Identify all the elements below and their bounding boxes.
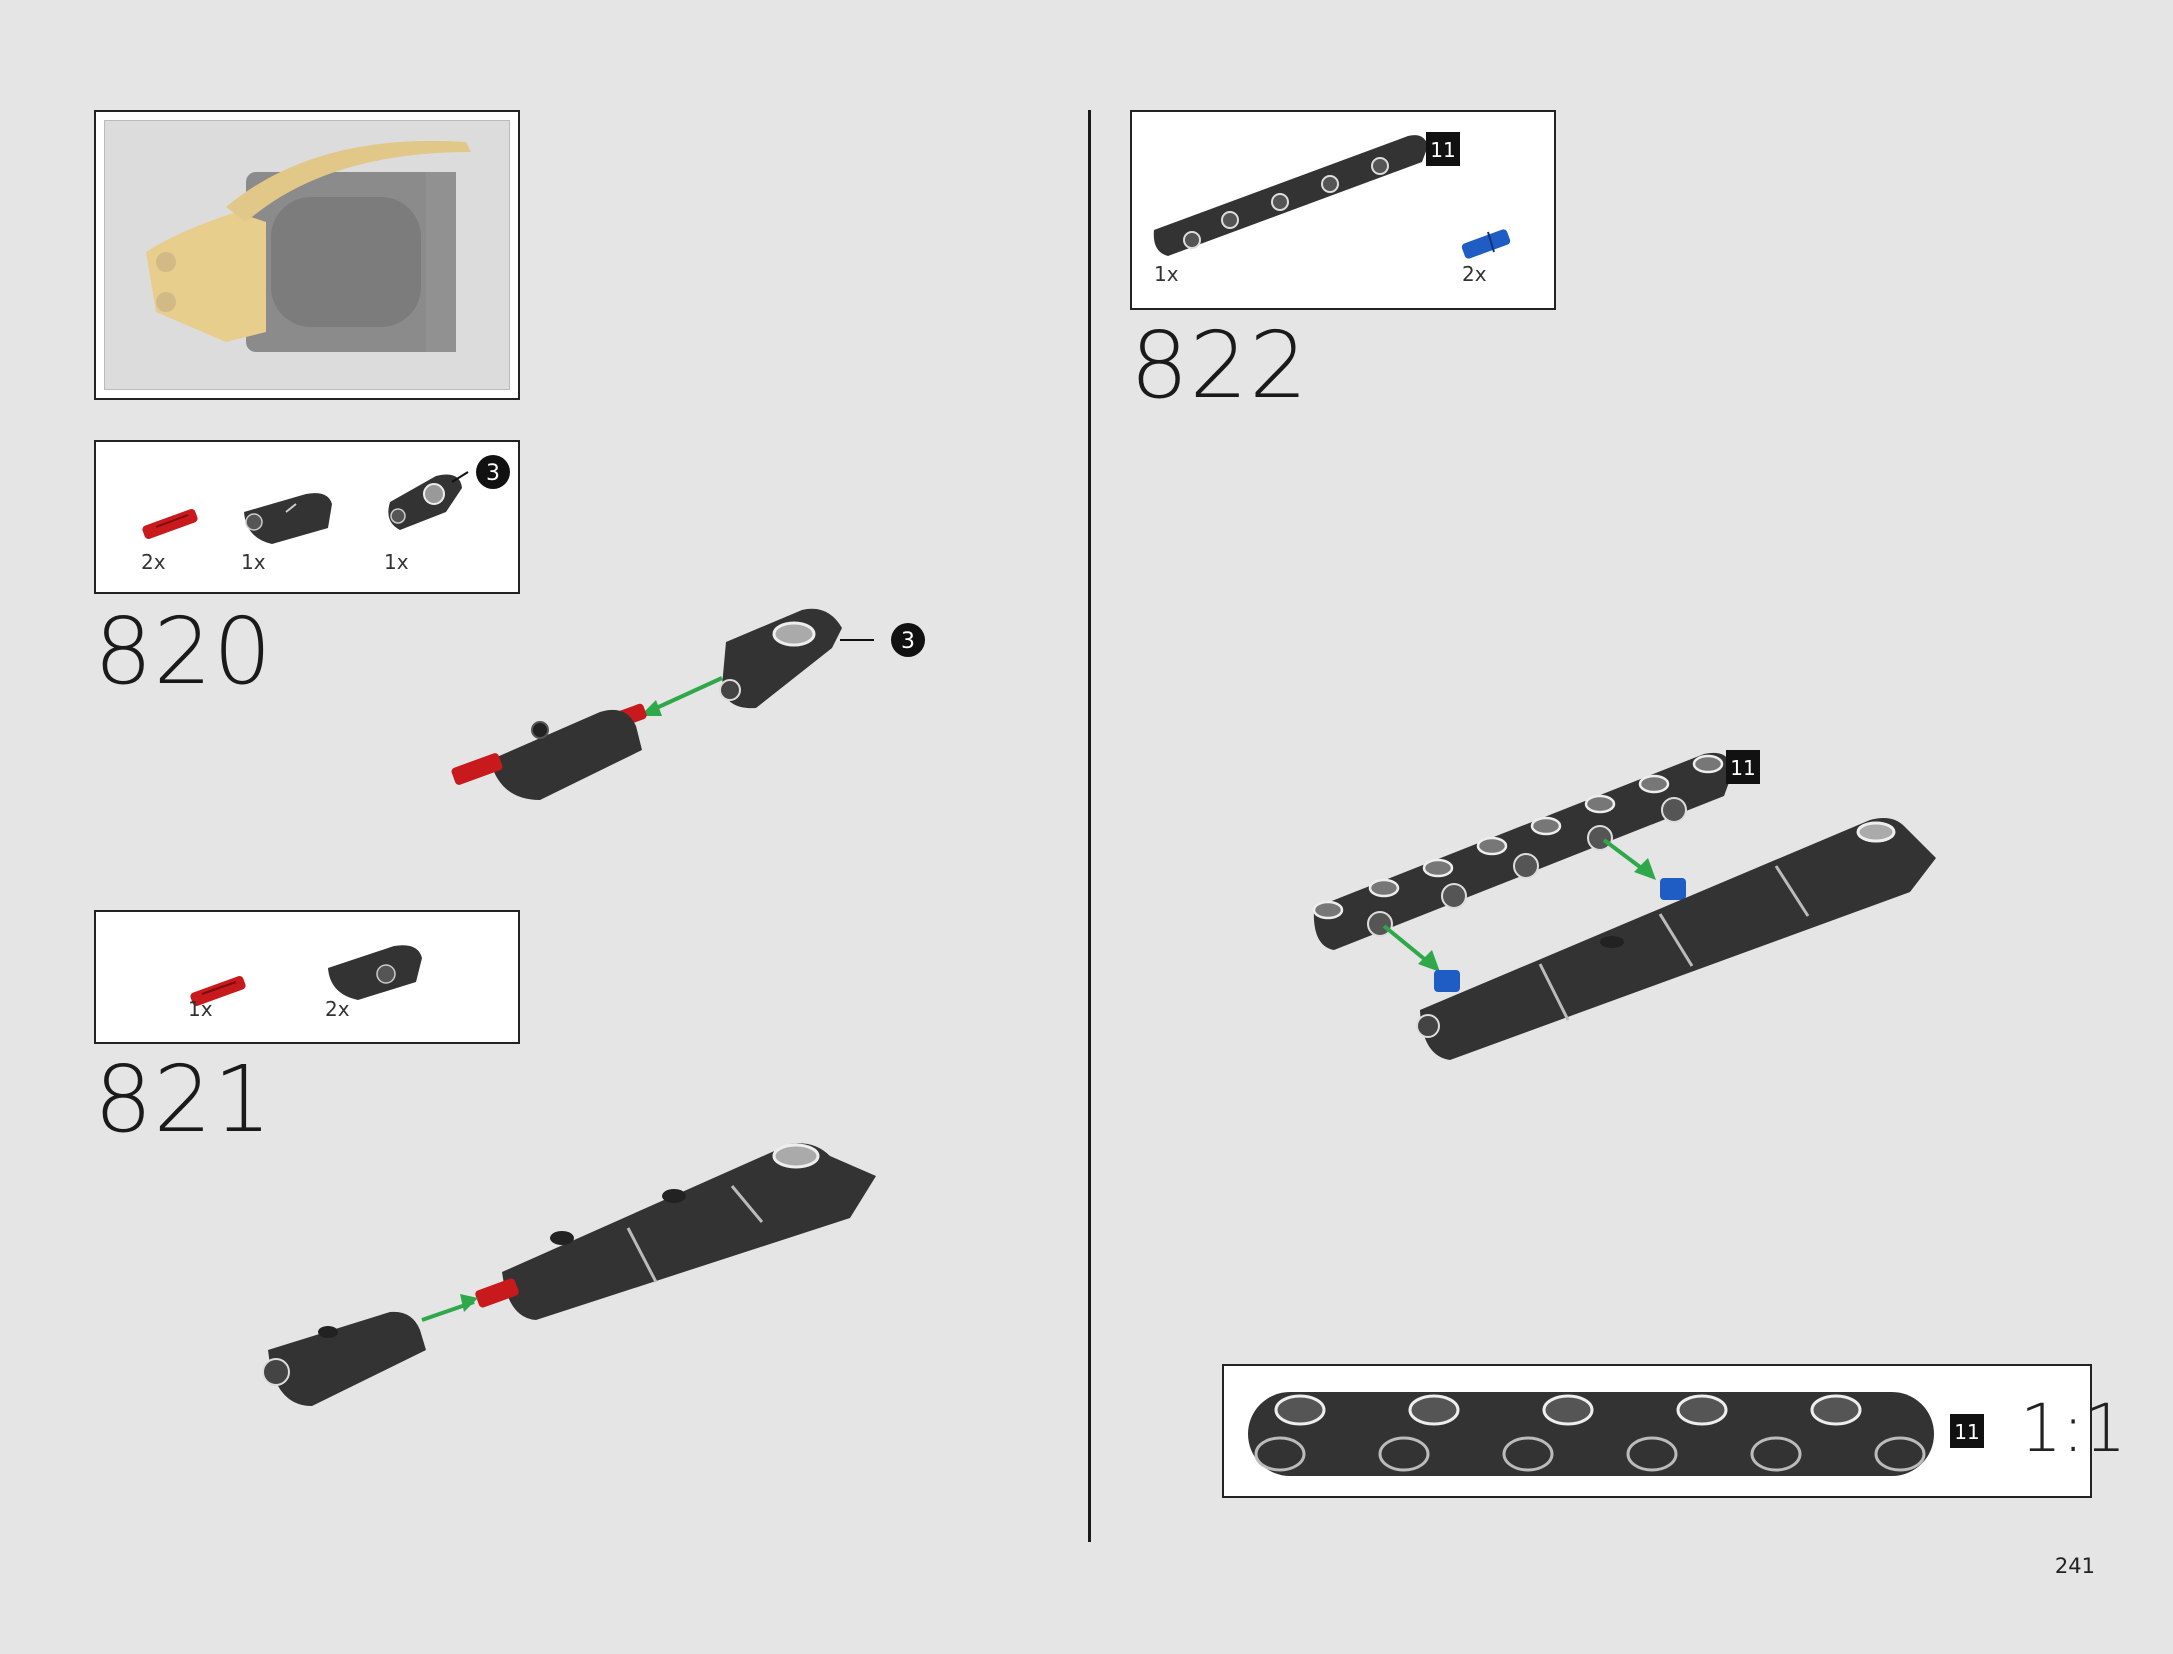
qty-label: 2x [1462,262,1487,286]
qty-label: 1x [1154,262,1179,286]
step-number: 820 [94,598,273,705]
scale-ratio-label: 1:1 [2020,1390,2127,1467]
black-curved-panel-icon [244,493,332,544]
scale-reference-box: 11 1:1 [1222,1364,2126,1498]
beam-length-badge-icon [1950,1414,1984,1448]
page-divider [1088,110,1091,1542]
page-number: 241 [2054,1554,2095,1578]
black-curved-panel-icon [328,945,422,1000]
parts-badge-label: 3 [486,461,500,486]
green-arrow-icon [1634,858,1656,880]
black-panel-connector-icon [388,474,462,530]
green-arrow-icon [1418,950,1440,972]
step-number: 822 [1130,312,1309,419]
red-axle-pin-icon [190,975,246,1007]
step-820-parts-box: 3 2x 1x 1x [94,440,520,594]
beam-length-badge-icon [1726,750,1760,784]
step-number: 821 [94,1046,273,1153]
step-822-assembly: 11 [1312,750,1936,1060]
callout-badge-3-icon [476,455,510,489]
green-arrow-icon [460,1294,478,1312]
qty-label: 1x [384,550,409,574]
step-821-assembly [262,1143,876,1406]
qty-label: 2x [325,997,350,1021]
model-preview-box [94,110,520,400]
qty-label: 1x [188,997,213,1021]
black-beam-icon [1153,135,1428,256]
blue-axle-pin-icon [1461,229,1511,259]
qty-label: 2x [141,550,166,574]
step-822-parts-box: 11 1x 2x [1130,110,1556,310]
beam-length-badge-label: 11 [1430,138,1455,162]
beam-1-1-reference: 11 [1248,1392,1984,1476]
beam-length-badge-icon [1426,132,1460,166]
assembly-badge-label: 11 [1730,756,1755,780]
model-preview-image [146,140,471,352]
assembly-badge-label: 3 [901,629,915,654]
qty-label: 1x [241,550,266,574]
scale-badge-label: 11 [1954,1420,1979,1444]
step-821-parts-box: 1x 2x [94,910,520,1044]
red-axle-pin-icon [142,508,198,540]
step-820-assembly: 3 [451,608,925,800]
